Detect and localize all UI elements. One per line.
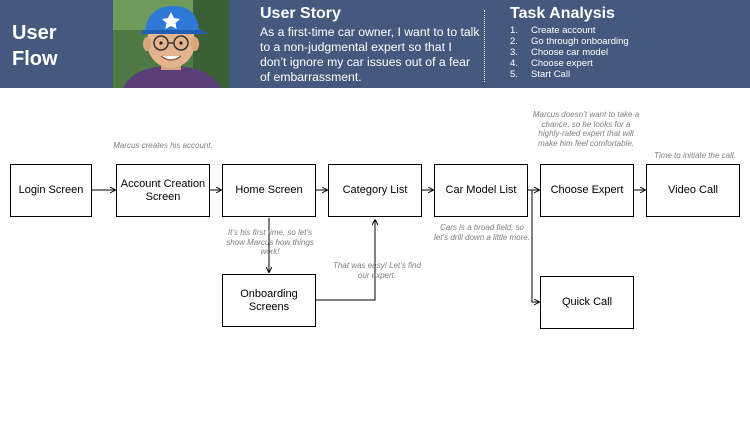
note-car: Cars is a broad field, so let’s drill do… [434,223,530,242]
flow-box-car-model: Car Model List [434,164,528,217]
flow-box-label: Choose Expert [550,184,624,196]
task-number: 5. [510,69,518,80]
flow-box-onboarding: Onboarding Screens [222,274,316,327]
task-item: 5. Start Call [510,69,629,80]
note-account: Marcus creates his account. [113,141,213,150]
flow-box-label: Home Screen [235,184,303,196]
arrow-onboarding-to-category [316,220,375,301]
note-video: Time to initiate the call. [654,151,736,160]
note-home: It’s his first time, so let’s show Marcu… [226,228,314,256]
task-list: 1. Create account 2. Go through onboarding… [510,25,629,80]
user-story-title: User Story [260,5,341,22]
task-analysis-title: Task Analysis [510,5,615,22]
flow-box-label: Quick Call [561,296,613,308]
task-item: 2. Go through onboarding [510,36,629,47]
task-number: 1. [510,25,518,36]
flow-box-choose-expert: Choose Expert [540,164,634,217]
header-divider [484,10,485,82]
task-number: 2. [510,36,518,47]
task-label: Choose expert [531,58,593,69]
arrow-carmodel-to-quick [528,189,539,302]
note-expert: Marcus doesn’t want to take a chance, so… [532,110,640,148]
task-item: 3. Choose car model [510,47,629,58]
flow-box-label: Car Model List [445,184,517,196]
user-story-text: As a first-time car owner, I want to to … [260,25,480,84]
task-item: 1. Create account [510,25,629,36]
flow-box-label: Category List [342,184,408,196]
task-number: 4. [510,58,518,69]
task-label: Go through onboarding [531,36,629,47]
title-line-1: User [12,22,57,44]
flow-box-label: Login Screen [18,184,84,196]
flow-box-video-call: Video Call [646,164,740,217]
note-easy: That was easy! Let’s find our expert. [333,261,421,280]
task-item: 4. Choose expert [510,58,629,69]
flow-box-category: Category List [328,164,422,217]
task-label: Choose car model [531,47,609,58]
flow-box-label: Account Creation Screen [120,177,206,203]
persona-photo [113,0,229,88]
flow-box-account: Account Creation Screen [116,164,210,217]
header-banner: User Flow [0,0,750,88]
flow-box-login: Login Screen [10,164,92,217]
page-title: User Flow [12,20,102,72]
title-line-2: Flow [12,48,58,70]
flow-box-home: Home Screen [222,164,316,217]
flow-box-label: Video Call [668,184,718,196]
task-label: Start Call [531,69,571,80]
flow-box-label: Onboarding Screens [240,287,298,313]
flow-box-quick-call: Quick Call [540,276,634,329]
task-label: Create account [531,25,596,36]
task-number: 3. [510,47,518,58]
